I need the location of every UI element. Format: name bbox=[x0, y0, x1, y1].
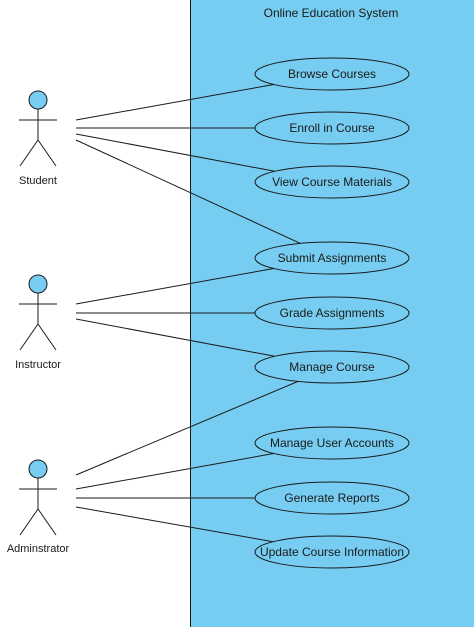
actor-stick-figure bbox=[19, 293, 57, 351]
use-case-ellipse bbox=[254, 481, 410, 515]
use-case-ellipse bbox=[254, 57, 410, 91]
use-case-view-course-materials: View Course Materials bbox=[254, 165, 410, 199]
use-case-ellipse bbox=[254, 296, 410, 330]
use-case-label: Browse Courses bbox=[288, 67, 376, 81]
actor-stick-figure bbox=[19, 478, 57, 536]
use-case-label: Update Course Information bbox=[260, 545, 404, 559]
association-instructor-submit-assignments bbox=[75, 268, 274, 305]
association-student-submit-assignments bbox=[75, 139, 301, 244]
actor-administrator: Adminstrator bbox=[7, 459, 70, 555]
actor-head bbox=[28, 274, 48, 294]
system-title: Online Education System bbox=[264, 6, 399, 20]
use-case-manage-course: Manage Course bbox=[254, 350, 410, 384]
association-administrator-update-course-information bbox=[75, 506, 274, 543]
actor-label: Student bbox=[19, 175, 57, 187]
use-case-ellipse bbox=[254, 111, 410, 145]
use-case-grade-assignments: Grade Assignments bbox=[254, 296, 410, 330]
actor-label: Instructor bbox=[15, 359, 61, 371]
use-case-ellipse bbox=[254, 165, 410, 199]
use-case-update-course-information: Update Course Information bbox=[254, 535, 410, 569]
use-case-label: Manage User Accounts bbox=[270, 436, 394, 450]
use-case-generate-reports: Generate Reports bbox=[254, 481, 410, 515]
association-administrator-manage-course bbox=[75, 380, 299, 476]
actor-label: Adminstrator bbox=[7, 543, 70, 555]
use-case-ellipse bbox=[254, 426, 410, 460]
use-case-label: View Course Materials bbox=[272, 175, 392, 189]
association-administrator-manage-user-accounts bbox=[75, 453, 274, 490]
use-case-browse-courses: Browse Courses bbox=[254, 57, 410, 91]
use-case-enroll-in-course: Enroll in Course bbox=[254, 111, 410, 145]
association-lines bbox=[75, 84, 301, 543]
use-case-label: Manage Course bbox=[289, 360, 375, 374]
actor-head bbox=[28, 459, 48, 479]
association-student-browse-courses bbox=[75, 84, 274, 121]
use-case-ellipse bbox=[254, 241, 410, 275]
use-case-label: Enroll in Course bbox=[289, 121, 375, 135]
use-case-ellipse bbox=[254, 535, 410, 569]
association-instructor-manage-course bbox=[75, 318, 275, 357]
use-case-label: Generate Reports bbox=[284, 491, 379, 505]
use-case-label: Submit Assignments bbox=[278, 251, 387, 265]
use-case-ellipse bbox=[254, 350, 410, 384]
actor-student: Student bbox=[19, 90, 57, 187]
association-student-view-course-materials bbox=[75, 133, 275, 172]
actor-stick-figure bbox=[19, 109, 57, 167]
use-case-manage-user-accounts: Manage User Accounts bbox=[254, 426, 410, 460]
use-case-label: Grade Assignments bbox=[280, 306, 385, 320]
actor-instructor: Instructor bbox=[15, 274, 61, 371]
use-case-submit-assignments: Submit Assignments bbox=[254, 241, 410, 275]
actor-head bbox=[28, 90, 48, 110]
